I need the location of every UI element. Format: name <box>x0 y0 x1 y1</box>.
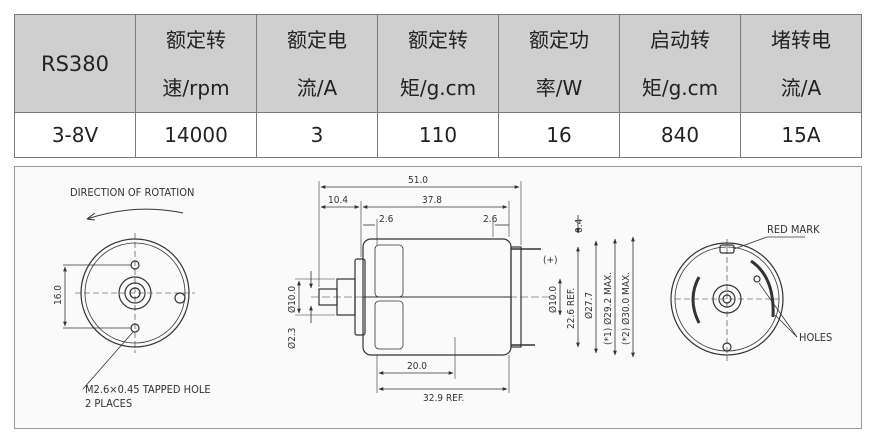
spec-header-row: RS380 额定转速/rpm 额定电流/A 额定转矩/g.cm 额定功率/W 启… <box>14 14 862 113</box>
dim-2-6-left: 2.6 <box>379 214 394 225</box>
tapped-hole-places: 2 PLACES <box>85 397 132 410</box>
header-line1: 启动转 <box>650 27 710 52</box>
dim-22-6: 22.6 REF. <box>566 288 577 329</box>
model-cell: RS380 <box>14 14 136 113</box>
tapped-hole-label: M2.6×0.45 TAPPED HOLE <box>85 383 211 396</box>
header-line1: 额定电 <box>287 27 347 52</box>
header-rated-speed: 额定转速/rpm <box>135 14 257 113</box>
spec-table: RS380 额定转速/rpm 额定电流/A 额定转矩/g.cm 额定功率/W 启… <box>14 14 862 158</box>
motor-drawing-svg: DIRECTION OF ROTATION 16.0 M2.6×0.45 TAP… <box>53 175 832 410</box>
spec-values-row: 3-8V 14000 3 110 16 840 15A <box>14 112 862 158</box>
value-rated-current: 3 <box>256 112 378 158</box>
front-view: DIRECTION OF ROTATION <box>63 186 195 390</box>
side-view <box>295 181 635 393</box>
plus-mark: (+) <box>543 255 558 266</box>
red-mark-label: RED MARK <box>767 223 820 236</box>
dim-10-4: 10.4 <box>328 195 348 206</box>
header-line1: 额定转 <box>166 27 226 52</box>
holes-label: HOLES <box>799 331 832 344</box>
rear-slot-left <box>691 276 701 324</box>
dim-51: 51.0 <box>408 175 428 186</box>
dim-0-4: 0.4 <box>574 218 585 233</box>
header-line1: 堵转电 <box>771 27 831 52</box>
value-rated-speed: 14000 <box>135 112 257 158</box>
dim-16: 16.0 <box>53 285 64 305</box>
header-line1: 额定功 <box>529 27 589 52</box>
motor-drawing: DIRECTION OF ROTATION 16.0 M2.6×0.45 TAP… <box>14 166 862 429</box>
dim-20: 20.0 <box>407 361 427 372</box>
value-stall-current: 15A <box>740 112 862 158</box>
header-starting-torque: 启动转矩/g.cm <box>619 14 741 113</box>
voltage-cell: 3-8V <box>14 112 136 158</box>
value-rated-torque: 110 <box>377 112 499 158</box>
header-line2: 速/rpm <box>162 75 230 100</box>
dim-29-2: (*1) Ø29.2 MAX. <box>602 272 614 345</box>
header-rated-power: 额定功率/W <box>498 14 620 113</box>
dim-phi10-right: Ø10.0 <box>547 286 559 313</box>
vent-hole <box>174 292 186 304</box>
dim-phi2-3: Ø2.3 <box>286 328 298 349</box>
dim-2-6-right: 2.6 <box>483 214 498 225</box>
rear-view <box>670 236 805 361</box>
header-line1: 额定转 <box>408 27 468 52</box>
dim-30-0: (*2) Ø30.0 MAX. <box>620 272 632 345</box>
header-line2: 矩/g.cm <box>399 75 477 100</box>
rotation-arrow-icon <box>86 208 184 220</box>
header-rated-torque: 额定转矩/g.cm <box>377 14 499 113</box>
header-line2: 流/A <box>780 75 822 100</box>
direction-label: DIRECTION OF ROTATION <box>70 186 194 199</box>
dim-phi10-left: Ø10.0 <box>286 286 298 313</box>
value-rated-power: 16 <box>498 112 620 158</box>
header-stall-current: 堵转电流/A <box>740 14 862 113</box>
dim-27-7: Ø27.7 <box>583 292 595 319</box>
header-rated-current: 额定电流/A <box>256 14 378 113</box>
dim-32-9: 32.9 REF. <box>423 393 464 404</box>
value-starting-torque: 840 <box>619 112 741 158</box>
header-line2: 率/W <box>535 75 583 100</box>
header-line2: 矩/g.cm <box>641 75 719 100</box>
header-line2: 流/A <box>296 75 338 100</box>
dim-37-8: 37.8 <box>422 195 442 206</box>
rear-slot-right <box>750 259 775 318</box>
